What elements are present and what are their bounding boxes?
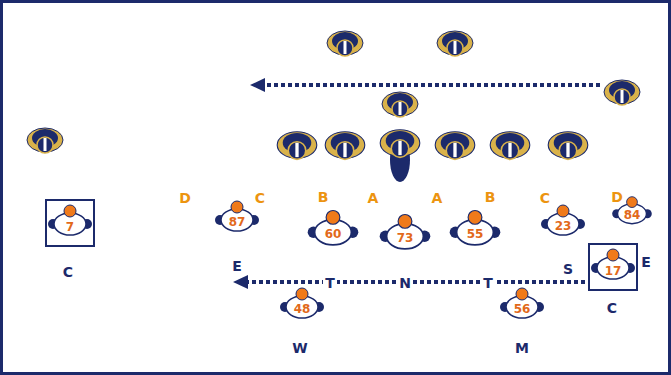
- gap-letter: A: [432, 191, 443, 205]
- position-letter: T: [481, 276, 495, 290]
- offense-player: [277, 132, 317, 160]
- jersey-number: 48: [294, 303, 311, 315]
- offense-player: [604, 80, 640, 105]
- jersey-number: 56: [514, 303, 531, 315]
- position-letter: M: [513, 341, 531, 355]
- jersey-number: 84: [624, 209, 641, 221]
- gap-letter: C: [540, 191, 550, 205]
- gap-letter: C: [255, 191, 265, 205]
- position-letter: N: [397, 276, 413, 290]
- offense-player: [327, 31, 363, 56]
- defense-player: [541, 205, 585, 235]
- offense-player: [435, 132, 475, 160]
- jersey-number: 87: [229, 216, 246, 228]
- defense-player: [308, 210, 359, 245]
- position-letter: T: [323, 276, 337, 290]
- arrow-head: [250, 78, 265, 92]
- defense-player: [500, 288, 544, 318]
- offense-player: [437, 31, 473, 56]
- position-letter: E: [639, 255, 653, 269]
- jersey-number: 7: [66, 221, 74, 233]
- position-letter: S: [561, 262, 575, 276]
- gap-letter: D: [611, 190, 623, 204]
- jersey-number: 17: [605, 265, 622, 277]
- jersey-number: 73: [397, 232, 414, 244]
- defense-player: [380, 214, 431, 249]
- defense-player: [280, 288, 324, 318]
- defense-player: [450, 210, 501, 245]
- arrow-head: [233, 275, 248, 289]
- offense-player: [490, 132, 530, 160]
- player-box: 17: [588, 243, 638, 291]
- position-letter: C: [61, 265, 75, 279]
- jersey-number: 23: [555, 220, 572, 232]
- defense-player: [591, 249, 635, 279]
- motion-arrow: [246, 280, 585, 284]
- defense-player: [48, 205, 92, 235]
- position-letter: W: [290, 341, 309, 355]
- gap-letter: D: [179, 191, 191, 205]
- position-letter: E: [230, 259, 244, 273]
- motion-arrow: [262, 83, 600, 87]
- offense-player: [27, 128, 63, 153]
- gap-letter: B: [318, 190, 329, 204]
- player-box: 7: [45, 199, 95, 247]
- offense-player: [325, 132, 365, 160]
- offense-player: [382, 92, 418, 117]
- jersey-number: 60: [325, 228, 342, 240]
- offense-player: [380, 130, 420, 158]
- defense-player: [215, 201, 259, 231]
- gap-letter: B: [485, 190, 496, 204]
- gap-letter: A: [368, 191, 379, 205]
- jersey-number: 55: [467, 228, 484, 240]
- offense-player: [548, 132, 588, 160]
- position-letter: C: [605, 301, 619, 315]
